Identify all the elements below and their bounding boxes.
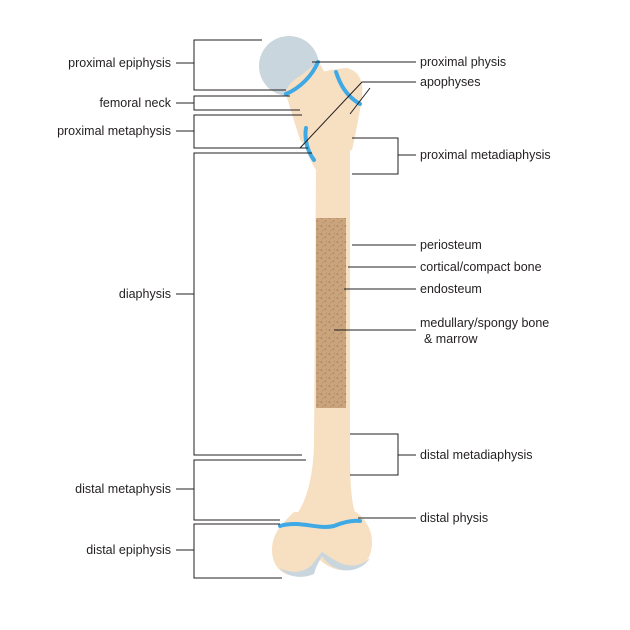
bracket-distal-metadiaphysis	[350, 433, 416, 476]
label-medullary-line1: medullary/spongy bone	[420, 316, 549, 330]
lesser-trochanter-apophysis-line	[303, 126, 316, 162]
label-apophyses: apophyses	[420, 75, 480, 89]
proximal-physis-line	[284, 60, 320, 96]
label-femoral-neck: femoral neck	[99, 96, 171, 110]
bracket-distal-metaphysis	[176, 459, 306, 521]
label-proximal-physis: proximal physis	[420, 55, 506, 69]
left-brackets	[176, 39, 312, 579]
label-diaphysis: diaphysis	[119, 287, 171, 301]
right-leaders	[299, 61, 416, 519]
trochanter-apophysis-line	[334, 70, 362, 106]
label-distal-metaphysis: distal metaphysis	[75, 482, 171, 496]
label-periosteum: periosteum	[420, 238, 482, 252]
leader-apophyses-2	[349, 87, 371, 115]
label-proximal-metaphysis: proximal metaphysis	[57, 124, 171, 138]
bracket-distal-epiphysis	[176, 523, 282, 579]
bracket-proximal-metadiaphysis	[352, 137, 416, 175]
distal-physis-line	[278, 518, 362, 529]
medullary-cavity	[316, 218, 346, 408]
bracket-diaphysis	[176, 152, 312, 456]
femur	[259, 36, 372, 577]
left-labels: proximal epiphysis femoral neck proximal…	[57, 56, 172, 557]
distal-condyles	[272, 512, 372, 576]
label-medullary-line2: & marrow	[424, 332, 478, 346]
label-proximal-epiphysis: proximal epiphysis	[68, 56, 171, 70]
label-endosteum: endosteum	[420, 282, 482, 296]
label-distal-metadiaphysis: distal metadiaphysis	[420, 448, 533, 462]
bracket-proximal-metaphysis	[176, 114, 308, 149]
label-cortical-bone: cortical/compact bone	[420, 260, 542, 274]
label-proximal-metadiaphysis: proximal metadiaphysis	[420, 148, 551, 162]
leader-apophyses-1	[299, 81, 416, 149]
label-distal-epiphysis: distal epiphysis	[86, 543, 171, 557]
bracket-femoral-neck	[176, 95, 300, 111]
label-distal-physis: distal physis	[420, 511, 488, 525]
distal-cartilage	[280, 552, 370, 577]
femoral-head-bone	[285, 62, 318, 96]
bracket-proximal-epiphysis	[176, 39, 286, 91]
right-labels: proximal physis apophyses proximal metad…	[420, 55, 551, 525]
